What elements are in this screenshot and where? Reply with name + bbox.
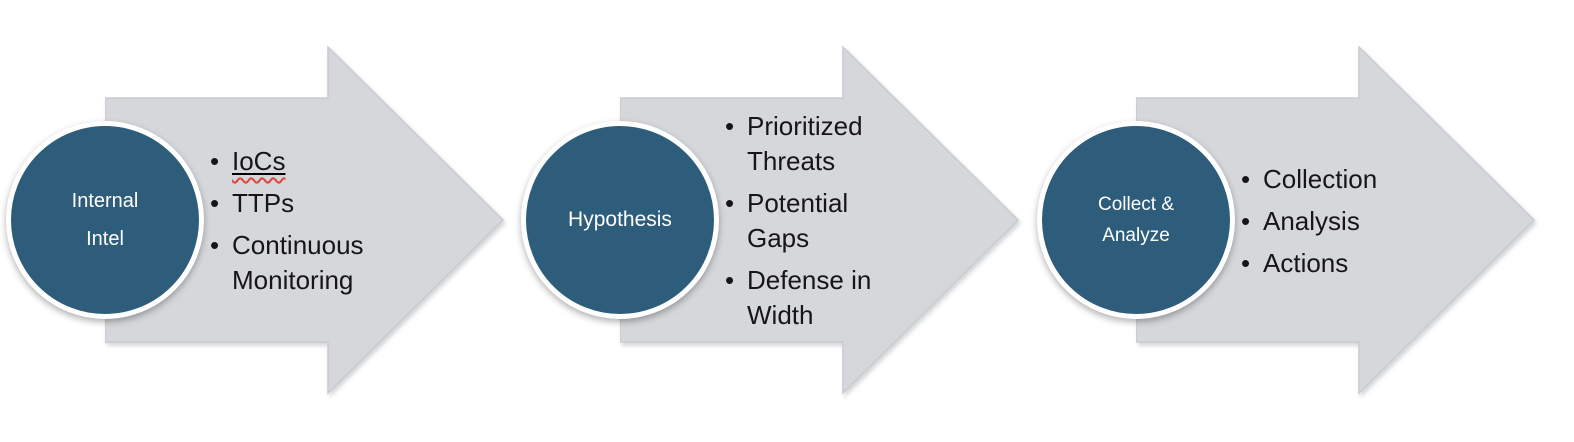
bullet-marker: • (1241, 163, 1251, 194)
bullet-marker: • (725, 111, 735, 141)
bullet-marker: • (1241, 205, 1251, 236)
bullet-text: Actions (1263, 247, 1349, 278)
bullet-text: Analysis (1263, 205, 1360, 236)
bullet-item: • Collection (1241, 162, 1377, 197)
stage-internal-intel: Internal Intel • IoCs • TTPs • Continuou… (0, 0, 520, 442)
bullet-marker: • (210, 230, 220, 260)
bullet-text: Collection (1263, 163, 1378, 194)
circle-label-line: Intel (86, 228, 124, 250)
stage-collect-analyze: Collect & Analyze • Collection • Analysi… (1031, 0, 1551, 442)
stage-circle: Collect & Analyze (1037, 121, 1235, 319)
bullet-list: • Prioritized Threats • Potential Gaps •… (725, 0, 877, 442)
bullet-list: • Collection • Analysis • Actions (1241, 0, 1426, 442)
bullet-text: Continuous Monitoring (232, 230, 364, 295)
circle-label-line: Internal (71, 190, 139, 212)
circle-label-line: Collect & (1097, 194, 1175, 215)
bullet-item: • Defense in Width (725, 263, 877, 333)
circle-label-line: Analyze (1102, 225, 1170, 246)
bullet-text: IoCs (232, 144, 397, 179)
bullet-item: • Potential Gaps (725, 186, 877, 256)
bullet-list: • IoCs • TTPs • Continuous Monitoring (210, 0, 397, 442)
bullet-item: • Continuous Monitoring (210, 228, 397, 298)
stage-circle: Hypothesis (521, 121, 719, 319)
bullet-marker: • (210, 188, 220, 218)
bullet-item: • TTPs (210, 186, 397, 221)
stage-hypothesis: Hypothesis • Prioritized Threats • Poten… (515, 0, 1035, 442)
right-arrow-shape (620, 45, 1020, 395)
bullet-marker: • (210, 146, 220, 176)
bullet-item: • Prioritized Threats (725, 109, 877, 179)
bullet-item: • Actions (1241, 246, 1377, 281)
bullet-text: TTPs (232, 188, 295, 218)
bullet-marker: • (725, 188, 735, 218)
bullet-text: Potential Gaps (747, 188, 849, 253)
right-arrow-shape (105, 45, 505, 395)
bullet-text: Prioritized Threats (747, 111, 863, 176)
bullet-marker: • (1241, 247, 1251, 278)
bullet-marker: • (725, 265, 735, 295)
spellcheck-squiggle: IoCs (232, 146, 286, 176)
bullet-text: Defense in Width (747, 265, 872, 330)
bullet-item: • Analysis (1241, 204, 1377, 239)
bullet-item: • IoCs (210, 144, 397, 179)
right-arrow-shape (1136, 45, 1536, 395)
stage-circle: Internal Intel (6, 121, 204, 319)
circle-label-line: Hypothesis (568, 208, 672, 231)
